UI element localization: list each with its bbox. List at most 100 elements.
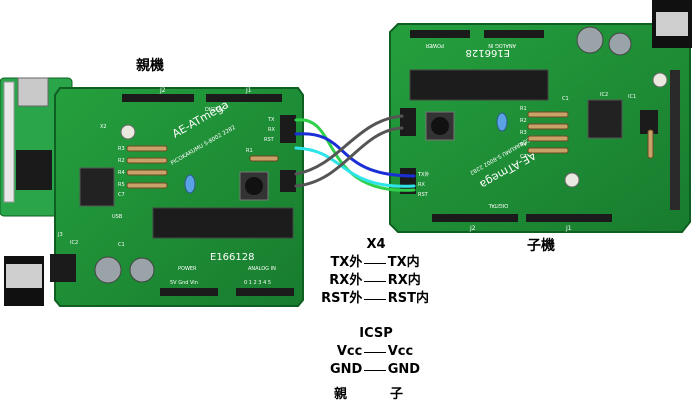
- x4-dash: [364, 262, 386, 264]
- icsp-left: Vcc: [336, 344, 363, 359]
- child-refs: R1 R2 R3 R4 C7 C1 IC2 IC1: [520, 92, 636, 160]
- parent-power-label: POWER: [178, 266, 197, 272]
- parent-board: J2 J1 DIGITAL AE-ATmega PICOKAKUMU S-800…: [0, 77, 304, 307]
- child-x4-header: [400, 108, 416, 136]
- child-header-bottom-2: [526, 214, 612, 222]
- svg-text:R4: R4: [118, 170, 125, 176]
- svg-text:C7: C7: [520, 154, 527, 160]
- x4-right: TX内: [387, 255, 420, 270]
- x4-left: RX外: [329, 273, 363, 288]
- footer-child: 子: [390, 387, 404, 402]
- icsp-row: Vcc Vcc: [306, 343, 446, 361]
- child-rst-label: RST: [418, 192, 429, 198]
- wires: [294, 114, 416, 192]
- svg-text:IC2: IC2: [70, 240, 78, 246]
- parent-digital-label: DIGITAL: [205, 107, 225, 113]
- svg-text:R4: R4: [520, 142, 527, 148]
- parent-cap-2: [129, 257, 155, 283]
- svg-text:R1: R1: [246, 148, 253, 154]
- x4-left: RST外: [321, 291, 363, 306]
- child-board: POWER ANALOG IN E166128 AE-ATmega PICOKA…: [389, 0, 692, 233]
- x4-dash: [364, 298, 386, 300]
- child-rx-label: RX: [418, 182, 425, 188]
- parent-resistors: [126, 145, 279, 189]
- x4-dash: [364, 280, 386, 282]
- svg-text:J3: J3: [57, 232, 63, 238]
- child-resistors: [527, 111, 654, 159]
- svg-text:R3: R3: [520, 130, 527, 136]
- icsp-left: GND: [330, 362, 363, 377]
- child-header-top-2: [484, 30, 544, 38]
- child-analog-label: ANALOG IN: [488, 42, 516, 48]
- parent-power-pins: 5V Gnd Vin: [170, 280, 198, 286]
- parent-header-j1-label: J1: [245, 87, 252, 94]
- parent-header-j1: [206, 94, 282, 102]
- svg-text:C7: C7: [118, 192, 125, 198]
- icsp-dash: [364, 369, 386, 371]
- icsp-table: ICSP Vcc Vcc GND GND: [306, 325, 446, 379]
- parent-mcu: [152, 207, 294, 239]
- icsp-title: ICSP: [359, 326, 393, 341]
- parent-pcb: [54, 87, 304, 307]
- child-reset-cap: [431, 117, 449, 135]
- svg-text:X2: X2: [100, 124, 107, 130]
- icsp-right: GND: [387, 362, 421, 377]
- x4-title: X4: [366, 237, 386, 252]
- parent-lot-code: E166128: [210, 252, 255, 263]
- child-board-title: 子機: [527, 238, 555, 254]
- usb-connector: [17, 77, 49, 107]
- parent-reset-button: [239, 171, 269, 201]
- child-j1-label: J1: [565, 225, 572, 232]
- wire-gray-2: [294, 126, 404, 188]
- child-lot-code: E166128: [466, 47, 511, 58]
- child-power-jack-sleeve: [656, 12, 688, 36]
- svg-text:C1: C1: [562, 96, 569, 102]
- parent-analog-label: ANALOG IN: [248, 266, 276, 272]
- icsp-row: GND GND: [306, 361, 446, 379]
- x4-row: RX外 RX内: [306, 272, 446, 290]
- parent-x4-header: [280, 115, 296, 143]
- x4-right: RX内: [387, 273, 421, 288]
- svg-text:IC1: IC1: [628, 94, 636, 100]
- parent-board-title: 親機: [136, 58, 164, 74]
- child-power-label: POWER: [425, 42, 444, 48]
- parent-rst-label: RST: [264, 137, 275, 143]
- parent-x4-header-2: [280, 170, 296, 192]
- child-j2-label: J2: [469, 225, 476, 232]
- svg-text:C1: C1: [118, 242, 125, 248]
- child-cap-4: [564, 172, 580, 188]
- parent-cap-3: [120, 124, 136, 140]
- child-crystal: [496, 112, 508, 132]
- x4-left: TX外: [330, 255, 363, 270]
- svg-text:R3: R3: [118, 146, 125, 152]
- parent-refs: R3 R2 R4 R5 R1 C7 X2 IC2 C1 J3 USB: [57, 124, 253, 248]
- icsp-dash: [364, 351, 386, 353]
- parent-header-j2-label: J2: [159, 87, 166, 94]
- icsp-right: Vcc: [387, 344, 414, 359]
- child-cap-1: [576, 26, 604, 54]
- parent-cap-1: [94, 256, 122, 284]
- child-header-top-1: [410, 30, 470, 38]
- parent-power-jack-sleeve: [6, 264, 42, 288]
- svg-text:R5: R5: [118, 182, 125, 188]
- parent-header-j2: [122, 94, 194, 102]
- child-side-header: [670, 70, 680, 210]
- parent-tx-label: TX: [267, 117, 275, 123]
- child-mcu: [409, 69, 549, 101]
- parent-regulator: [79, 167, 115, 207]
- svg-text:R1: R1: [520, 106, 527, 112]
- parent-header-analog: [236, 288, 294, 296]
- child-digital-label: DIGITAL: [488, 202, 508, 208]
- child-regulator: [587, 99, 623, 139]
- parent-chip-small: [50, 254, 76, 282]
- svg-text:USB: USB: [112, 214, 123, 220]
- parent-rx-label: RX: [268, 127, 275, 133]
- wire-cyan: [294, 146, 416, 188]
- usb-chip: [16, 150, 52, 190]
- footer-parent: 親: [334, 387, 348, 402]
- svg-text:R2: R2: [520, 118, 527, 124]
- parent-reset-cap: [245, 177, 263, 195]
